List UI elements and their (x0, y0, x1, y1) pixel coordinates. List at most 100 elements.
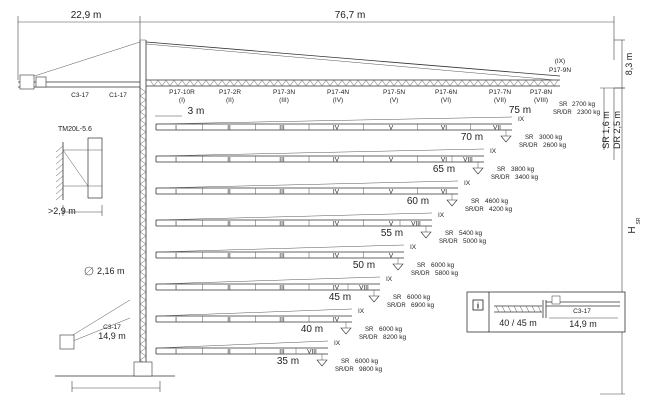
dr-height: DR 2,5 m (612, 111, 622, 149)
tie-in-detail: TM20L-5.6 >2,9 m (48, 126, 103, 216)
jib-section-roman: (II) (226, 97, 234, 104)
jib-config-length: 60 m (407, 196, 429, 207)
jib-config-sr-value: 5400 kg (459, 230, 483, 237)
jib-config-section: I (175, 125, 177, 132)
jib-config-sr-label: SR (497, 167, 506, 173)
jib-config-dr-value: 5800 kg (435, 270, 459, 277)
counter-jib-label-right: C1-17 (109, 92, 127, 99)
jib-config-section: III (279, 285, 285, 292)
jib-config-dr-label: SR/DR (387, 303, 406, 309)
base-width: 14,9 m (98, 331, 126, 341)
jib-config-section: V (389, 125, 394, 132)
jib-config-section: II (227, 157, 231, 164)
main-jib (145, 41, 561, 87)
hook-icon (392, 263, 404, 271)
jib-section-code: P17-8N (530, 89, 552, 96)
hook-icon (500, 135, 512, 143)
jib-config-section: VI (441, 189, 447, 196)
jib-config-dr-value: 5000 kg (463, 238, 487, 245)
jib-config-section: I (175, 253, 177, 260)
jib-section-code: P17-6N (435, 89, 457, 96)
info-icon-glyph: i (477, 302, 479, 311)
jib-config-section: V (389, 157, 394, 164)
jib-config-tip: IX (490, 148, 497, 155)
jib-config-section: V (389, 253, 394, 260)
jib-tie-line (155, 276, 381, 285)
jib-config-sr-value: 3800 kg (511, 166, 535, 173)
top-load-dr-value: 2300 kg (577, 109, 601, 116)
jib-config-section: IV (333, 125, 340, 132)
tower-head (139, 39, 147, 86)
jib-config-section: II (227, 317, 231, 324)
jib-config-sr-label: SR (445, 231, 454, 237)
jib-config-dr-value: 6900 kg (411, 302, 435, 309)
jib-tie-line (155, 116, 513, 125)
right-dimensions: SR 1,6 m DR 2,5 m H SR (600, 87, 642, 395)
jib-config-dr-label: SR/DR (359, 335, 378, 341)
jib-config-sr-value: 6000 kg (431, 262, 455, 269)
jib-config-section: III (279, 253, 285, 260)
jib-config-section: I (175, 349, 177, 356)
info-range: 40 / 45 m (499, 318, 537, 328)
crane-base: C3-17 14,9 m (55, 299, 175, 392)
jib-section-roman: (III) (279, 97, 289, 104)
jib-config-section: VI (441, 157, 447, 164)
jib-config-tip: IX (464, 180, 471, 187)
jib-section-code: P17-2R (219, 89, 241, 96)
jib-config-length: 55 m (381, 228, 403, 239)
hook-height-sub: SR (636, 217, 642, 224)
jib-config-length: 40 m (301, 324, 323, 335)
sr-height: SR 1,6 m (601, 111, 611, 149)
jib-section-code: P17-3N (273, 89, 295, 96)
jib-config-tip: IX (438, 212, 445, 219)
hook-icon (420, 231, 432, 239)
jib-config-length: 50 m (353, 260, 375, 271)
jib-section-roman: (VIII) (534, 97, 548, 104)
jib-config-section: III (279, 125, 285, 132)
jib-config-tip: IX (358, 308, 365, 315)
jib-config-sr-value: 4600 kg (485, 198, 509, 205)
info-label: C3-17 (573, 308, 591, 315)
jib-tie-line (155, 180, 459, 189)
counter-jib: C3-17 C1-17 (18, 41, 141, 99)
jib-config-dr-label: SR/DR (439, 239, 458, 245)
jib-section-roman: (VII) (494, 97, 506, 104)
jib-config-dr-label: SR/DR (465, 207, 484, 213)
jib-config-section: II (227, 189, 231, 196)
jib-config-tip: IX (334, 340, 341, 347)
jib-config-tip: IX (386, 276, 393, 283)
mast (139, 86, 147, 377)
jib-config-sr-label: SR (365, 327, 374, 333)
jib-section-roman: (VI) (441, 97, 451, 104)
hook-icon (316, 359, 328, 367)
hook-height: H (627, 226, 638, 233)
jib-config-sr-value: 6000 kg (407, 294, 431, 301)
jib-config-section: I (175, 317, 177, 324)
jib-config-tip: IX (518, 116, 525, 123)
jib-tie-line (155, 340, 329, 349)
jib-config-dr-value: 3400 kg (515, 174, 539, 181)
hook-icon (340, 327, 352, 335)
jib-config-section: I (175, 285, 177, 292)
jib-config-section: IV (333, 189, 340, 196)
jib-config-sr-label: SR (525, 135, 534, 141)
jib-config-section: VII (493, 125, 501, 132)
jib-config-dr-value: 4200 kg (489, 206, 513, 213)
jib-config-sr-label: SR (417, 263, 426, 269)
jib-config-section: IV (333, 317, 340, 324)
tip-section-roman: (IX) (555, 58, 565, 65)
jib-tie-line (155, 308, 353, 317)
jib-config-section: IV (333, 157, 340, 164)
jib-config-dr-value: 8200 kg (383, 334, 407, 341)
info-width: 14,9 m (569, 319, 597, 329)
jib-config-section: V (389, 221, 394, 228)
jib-config-section: VIII (411, 221, 421, 228)
info-box: i 40 / 45 m C3-17 14,9 m (466, 291, 626, 333)
jib-config-sr-value: 6000 kg (355, 358, 379, 365)
base-label: C3-17 (103, 324, 121, 331)
